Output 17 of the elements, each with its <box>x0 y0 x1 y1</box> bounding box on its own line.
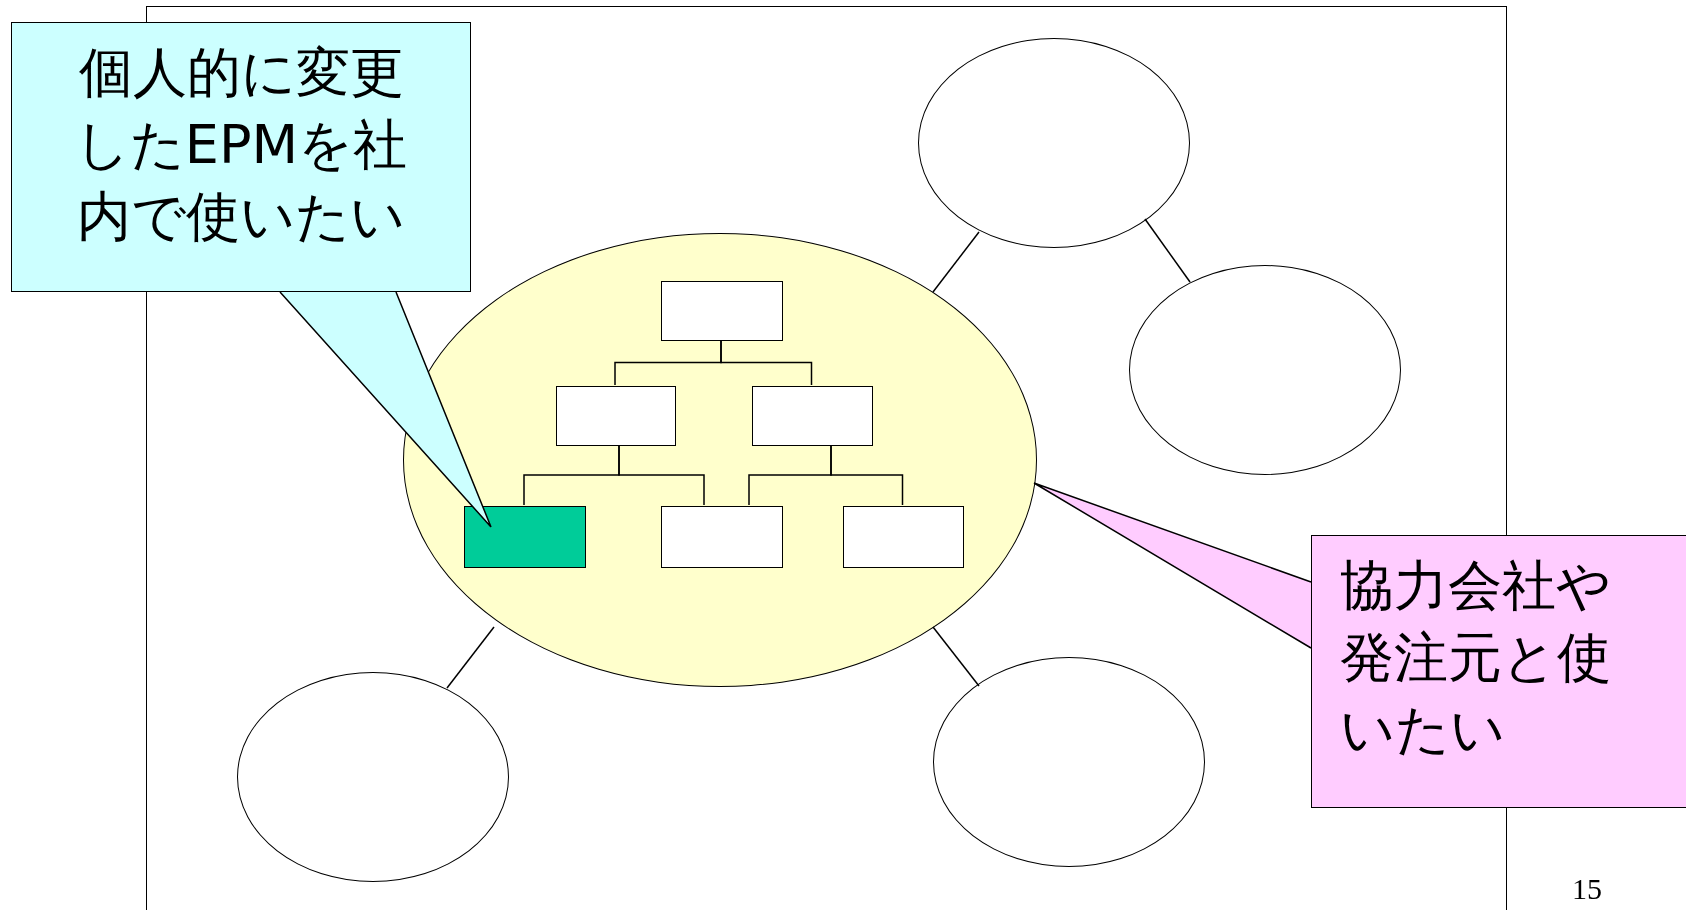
org-chart-box <box>661 281 783 341</box>
connector-line <box>932 231 980 293</box>
callout-text: 協力会社や発注元と使いたい <box>1340 553 1612 763</box>
connector-line <box>932 626 980 687</box>
org-chart-box <box>556 386 676 446</box>
callout-text: 個人的に変更したEPMを社内で使いたい <box>73 40 409 250</box>
org-chart-box <box>464 506 586 568</box>
connector-line <box>1144 218 1191 283</box>
org-chart-box <box>752 386 873 446</box>
org-chart-box <box>661 506 783 568</box>
connector-line <box>446 626 495 689</box>
page-number: 15 <box>1572 872 1602 906</box>
org-chart-box <box>843 506 964 568</box>
connector-line <box>720 339 813 386</box>
callout-box <box>1311 535 1686 808</box>
connector-line <box>618 444 705 506</box>
connector-line <box>830 444 904 506</box>
